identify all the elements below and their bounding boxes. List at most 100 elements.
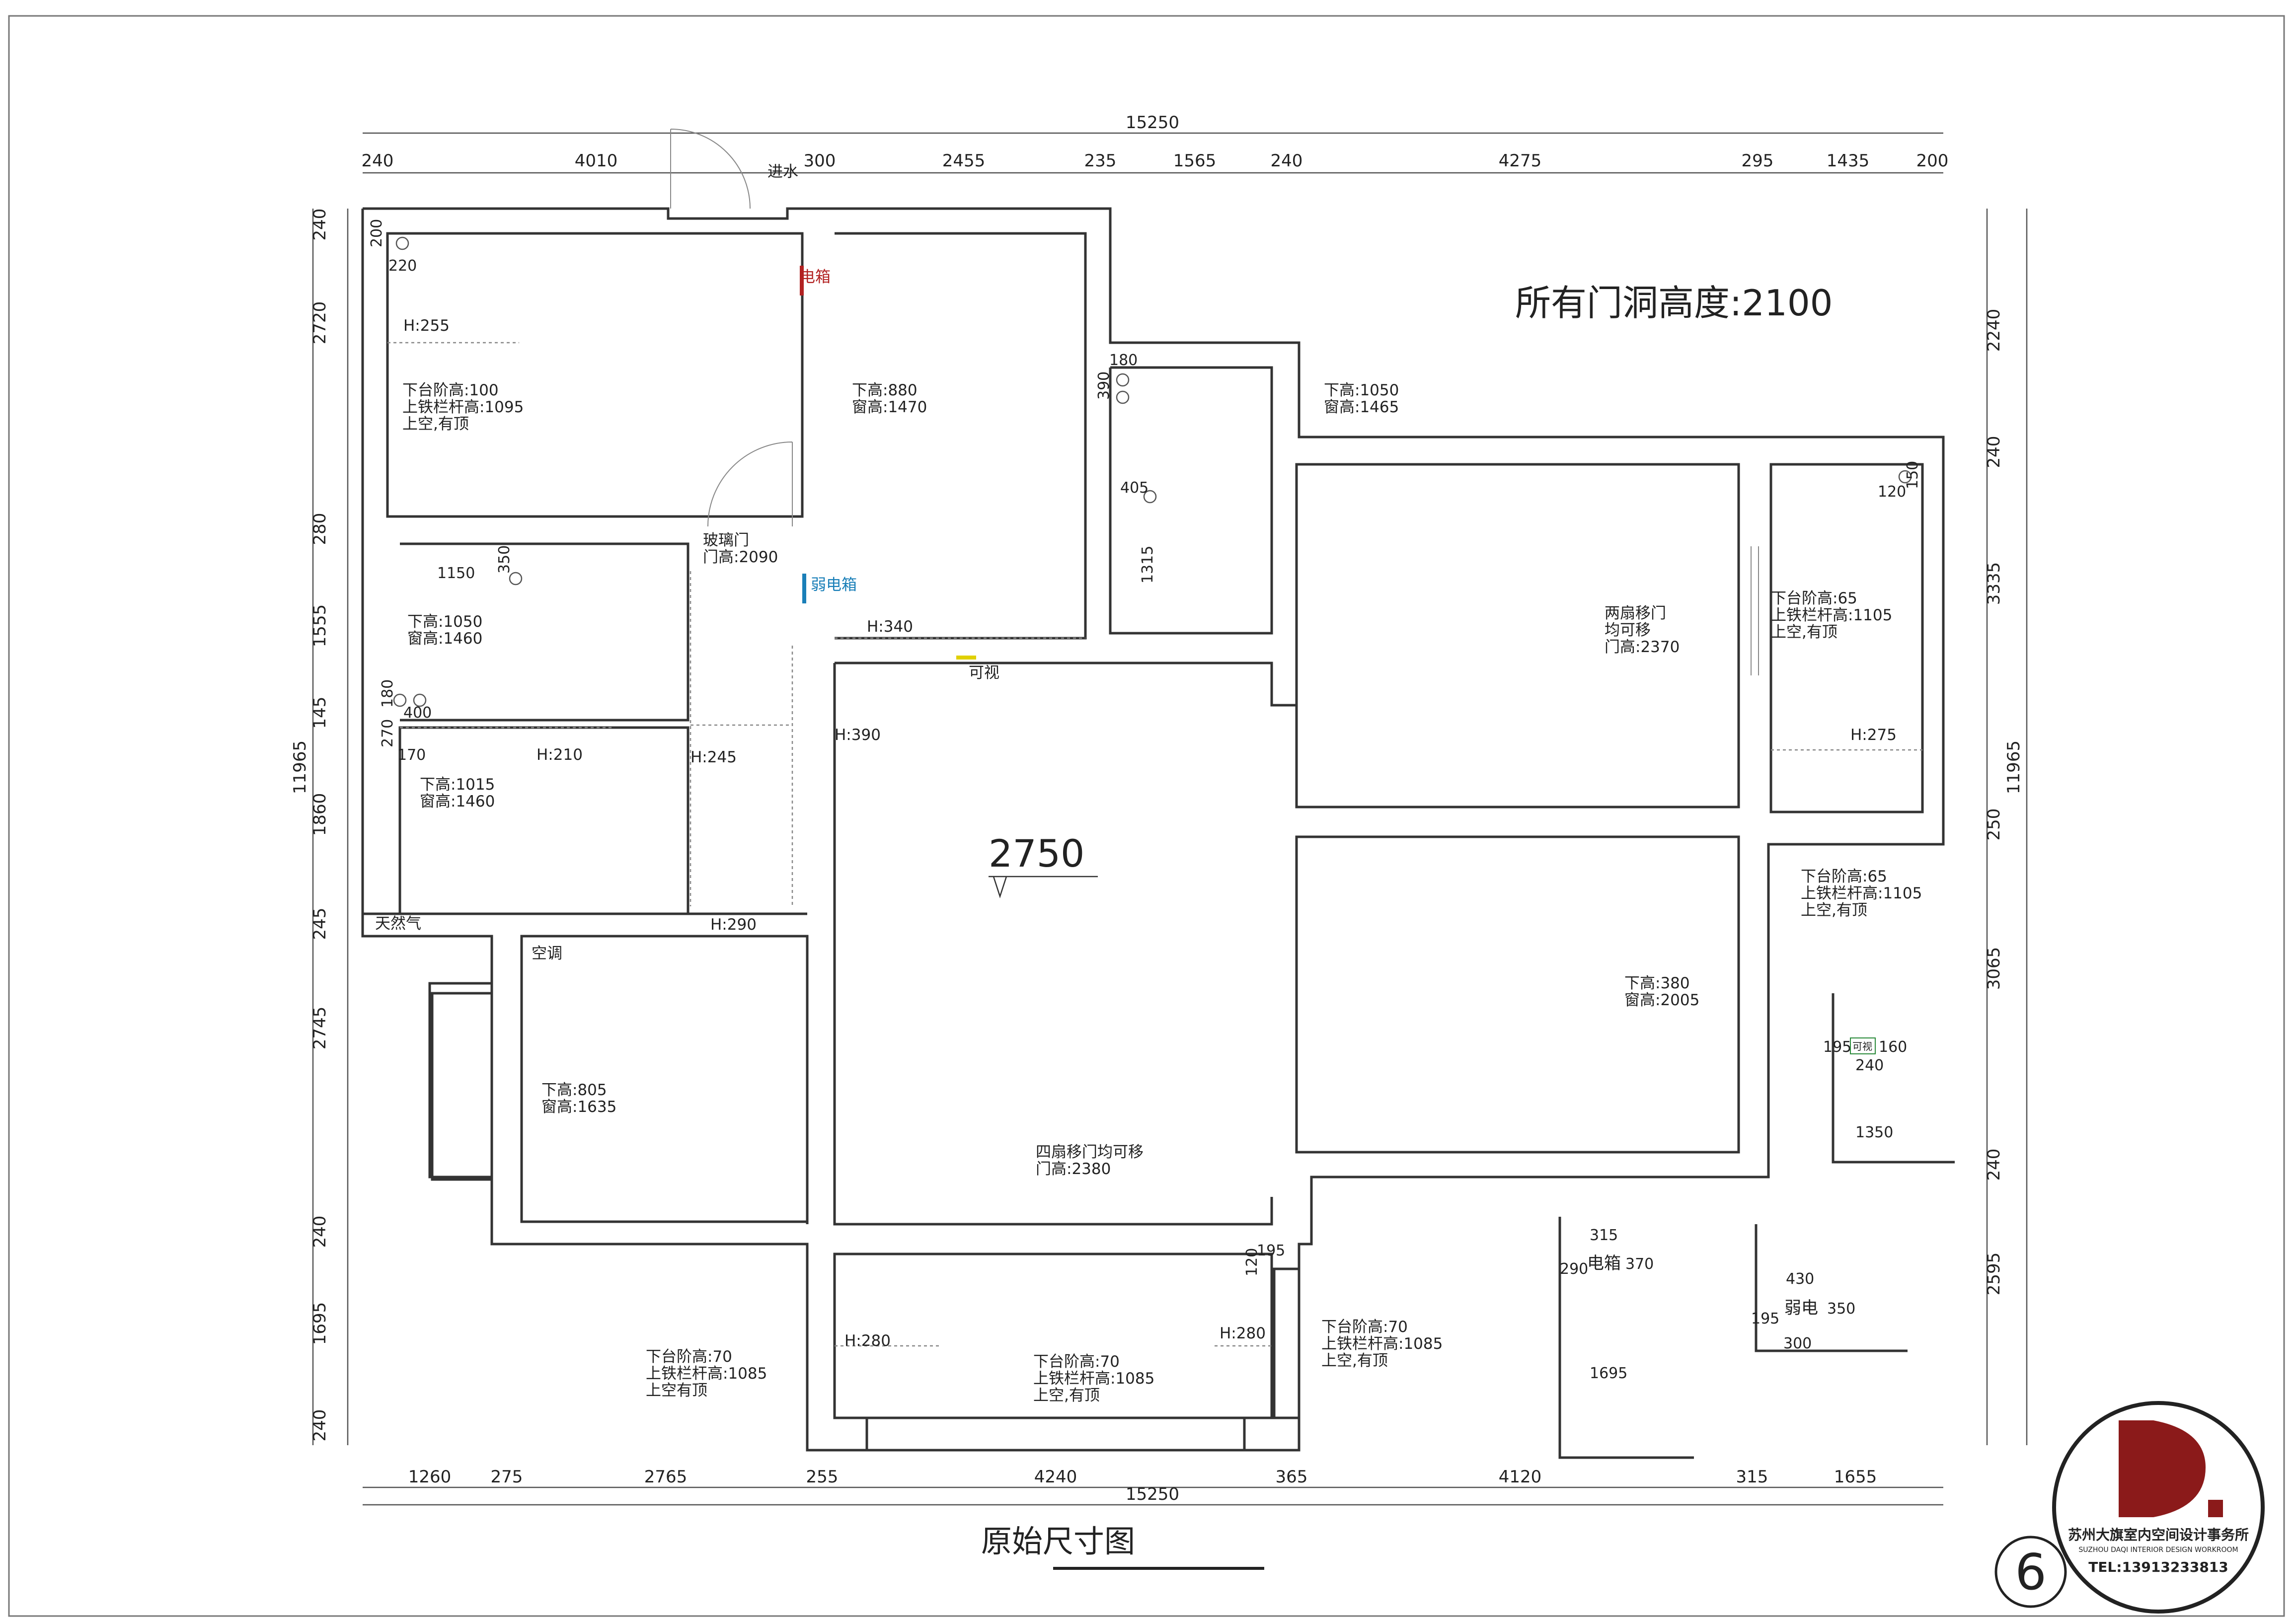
small-dim: 160 <box>1879 1038 1907 1056</box>
left-dim: 2720 <box>310 301 330 345</box>
right-dim: 240 <box>1984 1149 2004 1181</box>
studio-logo: 苏州大旗室内空间设计事务所 SUZHOU DAQI INTERIOR DESIG… <box>2052 1401 2265 1614</box>
small-dim: 240 <box>1855 1057 1884 1074</box>
annotation: 窗高:2005 <box>1624 991 1699 1009</box>
small-dim: 1350 <box>1855 1124 1893 1141</box>
annotation: 上铁栏杆高:1085 <box>1033 1370 1154 1388</box>
annotation: 下台阶高:65 <box>1801 868 1887 885</box>
small-dim: 300 <box>1783 1335 1812 1352</box>
top-dim: 1565 <box>1173 151 1217 171</box>
page-number-circle <box>1994 1536 2067 1608</box>
left-dim: 1695 <box>310 1302 330 1345</box>
annotation: 下高:805 <box>541 1081 607 1099</box>
left-dim: 280 <box>310 513 330 545</box>
bottom-dim: 4120 <box>1499 1467 1542 1487</box>
left-dims: 240 2720 280 1555 145 1860 245 2745 240 … <box>290 209 330 1442</box>
left-dim: 1860 <box>310 793 330 836</box>
annotation: 空调 <box>532 945 562 962</box>
bottom-dim: 255 <box>806 1467 839 1487</box>
annotation: 两扇移门 <box>1605 604 1666 622</box>
annotation: 门高:2380 <box>1036 1160 1111 1178</box>
ceiling-height: 2750 <box>989 831 1084 876</box>
bottom-dim: 275 <box>491 1467 523 1487</box>
small-dim: 195 <box>1751 1310 1779 1327</box>
small-dim: 400 <box>403 704 432 722</box>
room-annotations: 进水 电箱 弱电箱 H:255 下台阶高:100 上铁栏杆高:1095 上空,有… <box>375 163 1922 1404</box>
annotation: 窗高:1460 <box>407 630 482 648</box>
left-total: 11965 <box>290 740 310 794</box>
annotation: H:210 <box>536 746 583 764</box>
annotation: 下台阶高:100 <box>402 381 499 399</box>
annotation: 可视 <box>969 664 999 682</box>
keshi-detail-label: 可视 <box>1852 1040 1872 1052</box>
small-dim: 430 <box>1786 1270 1814 1288</box>
logo-name: 苏州大旗室内空间设计事务所 <box>2068 1527 2249 1543</box>
annotation: 上空,有顶 <box>1771 623 1837 641</box>
bottom-dim: 1260 <box>408 1467 452 1487</box>
page-number: 6 <box>2015 1543 2047 1601</box>
left-dim: 2745 <box>310 1007 330 1050</box>
annotation: 窗高:1635 <box>541 1098 616 1116</box>
walls <box>361 207 1955 1459</box>
annotation: 下高:1015 <box>420 776 495 794</box>
bottom-dim: 4240 <box>1034 1467 1077 1487</box>
annotation: 下台阶高:70 <box>1033 1353 1120 1371</box>
annotation: 上空,有顶 <box>1321 1352 1388 1370</box>
top-dim: 240 <box>1271 151 1303 171</box>
small-dim: 1695 <box>1590 1365 1627 1382</box>
top-dim: 2455 <box>942 151 986 171</box>
annotation: 下台阶高:70 <box>646 1348 732 1366</box>
h255-label: H:255 <box>403 317 450 335</box>
small-dims: 200 220 1150 350 180 400 270 170 180 390… <box>368 219 1921 1382</box>
top-total: 15250 <box>1126 113 1179 133</box>
small-dim: 120 <box>1878 483 1906 501</box>
small-dim: 390 <box>1095 371 1113 400</box>
annotation: 玻璃门 <box>703 531 749 549</box>
small-dim: 195 <box>1257 1242 1285 1259</box>
bottom-dim: 315 <box>1736 1467 1768 1487</box>
logo-name-en: SUZHOU DAQI INTERIOR DESIGN WORKROOM <box>2078 1546 2238 1554</box>
annotation: 窗高:1465 <box>1324 398 1399 416</box>
annotation: 上空,有顶 <box>1033 1387 1100 1404</box>
annotation: 上空,有顶 <box>402 415 469 433</box>
bottom-total: 15250 <box>1126 1484 1179 1504</box>
ruodianxiang-label: 弱电箱 <box>811 576 857 594</box>
annotation: 下高:880 <box>852 381 918 399</box>
left-dim: 240 <box>310 209 330 241</box>
page-title: 原始尺寸图 <box>981 1523 1135 1559</box>
jinshui-label: 进水 <box>767 163 798 181</box>
bottom-dim: 1655 <box>1834 1467 1877 1487</box>
annotation: 下台阶高:65 <box>1771 589 1857 607</box>
annotation: H:280 <box>844 1332 891 1350</box>
annotation: H:390 <box>835 726 881 744</box>
annotation: 上铁栏杆高:1105 <box>1801 884 1922 902</box>
socket-icons <box>393 236 1912 707</box>
small-dim: 370 <box>1625 1255 1654 1273</box>
annotation: 均可移 <box>1605 621 1651 639</box>
left-dim: 240 <box>310 1409 330 1442</box>
top-dim: 200 <box>1916 151 1949 171</box>
annotation: 下台阶高:70 <box>1321 1318 1408 1336</box>
annotation: 窗高:1470 <box>852 398 927 416</box>
annotation: 上铁栏杆高:1085 <box>646 1365 767 1383</box>
page-frame <box>8 15 2285 1617</box>
left-dim: 1555 <box>310 604 330 648</box>
right-dim: 2240 <box>1984 309 2004 352</box>
dimension-lines <box>312 132 2028 1506</box>
right-dim: 3065 <box>1984 947 2004 990</box>
annotation: 四扇移门均可移 <box>1036 1143 1144 1161</box>
small-dim: 315 <box>1590 1227 1618 1244</box>
keshi-detail-box <box>1850 1037 1876 1054</box>
small-dim: 180 <box>379 679 396 708</box>
top-dim: 4275 <box>1499 151 1542 171</box>
small-dim: 350 <box>1827 1300 1855 1318</box>
top-dim: 235 <box>1084 151 1117 171</box>
left-dim: 240 <box>310 1216 330 1248</box>
annotation: 天然气 <box>375 915 421 933</box>
top-dim: 300 <box>804 151 836 171</box>
bottom-dim: 2765 <box>644 1467 688 1487</box>
annotation: 下高:1050 <box>407 613 482 631</box>
top-dim: 295 <box>1742 151 1774 171</box>
annotation: 上铁栏杆高:1095 <box>402 398 524 416</box>
